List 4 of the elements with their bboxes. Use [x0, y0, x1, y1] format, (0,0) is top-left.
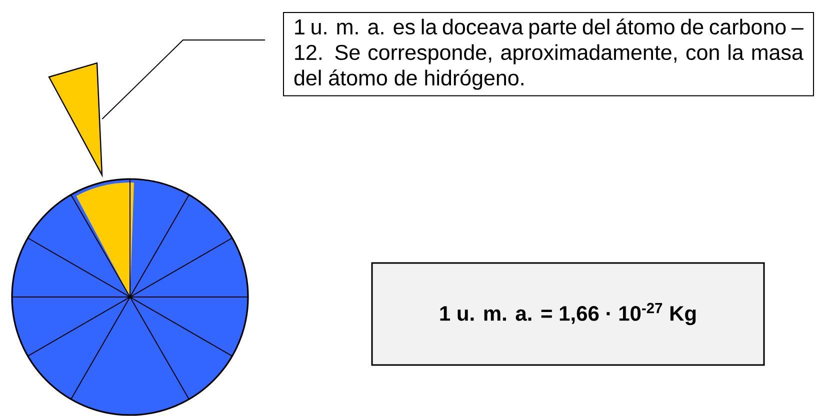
pie-drawing	[11, 178, 249, 416]
leader-line	[102, 40, 266, 120]
formula-box: 1 u. m. a. = 1,66 · 10$^{-27}$ Kg	[371, 262, 765, 366]
text-box: 1 u. m. a. es la doceava parte del átomo de carbono – 12. Se corresponde, aproximadamente, con la masa del átomo de hidrógeno.	[283, 12, 814, 96]
